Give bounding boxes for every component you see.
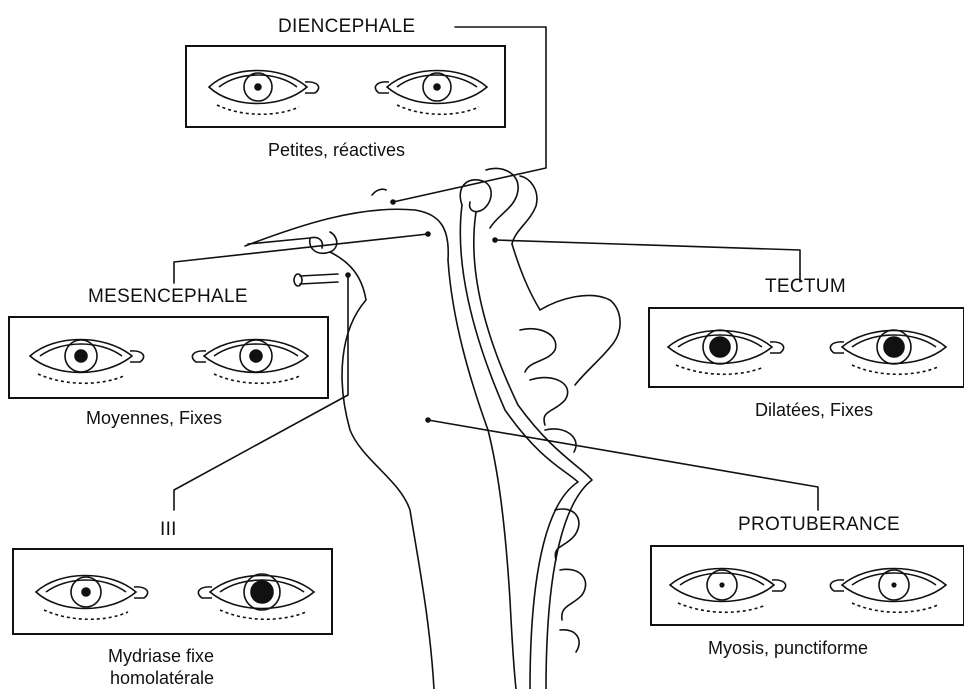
left-eye-icon xyxy=(36,576,148,620)
oculomotor-nerve-end xyxy=(294,274,302,286)
oculomotor-stub xyxy=(300,274,338,284)
label-tectum: TECTUM xyxy=(765,276,846,298)
right-eye-icon xyxy=(192,340,308,384)
left-eye-icon xyxy=(668,330,784,374)
right-eye-icon xyxy=(830,569,946,613)
right-eye-icon xyxy=(375,71,487,115)
label-diencephale: DIENCEPHALE xyxy=(278,16,415,38)
cerebellum-folia-1 xyxy=(520,329,556,372)
leader-tectum xyxy=(495,240,800,282)
box-protuberance xyxy=(650,545,964,626)
eyes-unilateral-dilated xyxy=(14,550,331,633)
box-tectum xyxy=(648,307,964,388)
left-eye-icon xyxy=(670,569,786,613)
left-eye-icon xyxy=(30,340,144,384)
leader-protuberance xyxy=(428,420,818,510)
cerebellum-folia-5 xyxy=(560,569,586,620)
caption-nerve-iii-line2: homolatérale xyxy=(110,668,214,689)
caption-nerve-iii-line1: Mydriase fixe xyxy=(108,646,214,667)
cerebellum-folia-6 xyxy=(560,630,579,652)
cerebellum-outline xyxy=(512,244,620,385)
pineal-curl xyxy=(460,180,491,212)
box-nerve-iii xyxy=(12,548,333,635)
box-diencephale xyxy=(185,45,506,128)
eyes-small-reactive xyxy=(187,47,504,126)
caption-mesencephale: Moyennes, Fixes xyxy=(86,408,222,429)
aqueduct-line-1 xyxy=(460,205,578,689)
eyes-dilated-fixed xyxy=(650,309,963,386)
tectum-lobe xyxy=(512,176,537,244)
top-mark xyxy=(372,189,386,195)
eyes-pinpoint xyxy=(652,547,963,624)
right-eye-icon xyxy=(830,330,946,374)
right-eye-icon xyxy=(198,574,314,619)
label-mesencephale: MESENCEPHALE xyxy=(88,286,248,308)
brainstem-anterior xyxy=(330,252,434,689)
eyes-mid-fixed xyxy=(10,318,327,397)
brainstem-posterior xyxy=(448,260,516,689)
mammillary xyxy=(310,232,337,253)
label-nerve-iii: III xyxy=(160,519,177,541)
left-eye-icon xyxy=(209,71,319,115)
caption-protuberance: Myosis, punctiforme xyxy=(708,638,868,659)
caption-tectum: Dilatées, Fixes xyxy=(755,400,873,421)
box-mesencephale xyxy=(8,316,329,399)
label-protuberance: PROTUBERANCE xyxy=(738,514,900,536)
caption-diencephale: Petites, réactives xyxy=(268,140,405,161)
cerebellum-folia-2 xyxy=(530,378,568,425)
